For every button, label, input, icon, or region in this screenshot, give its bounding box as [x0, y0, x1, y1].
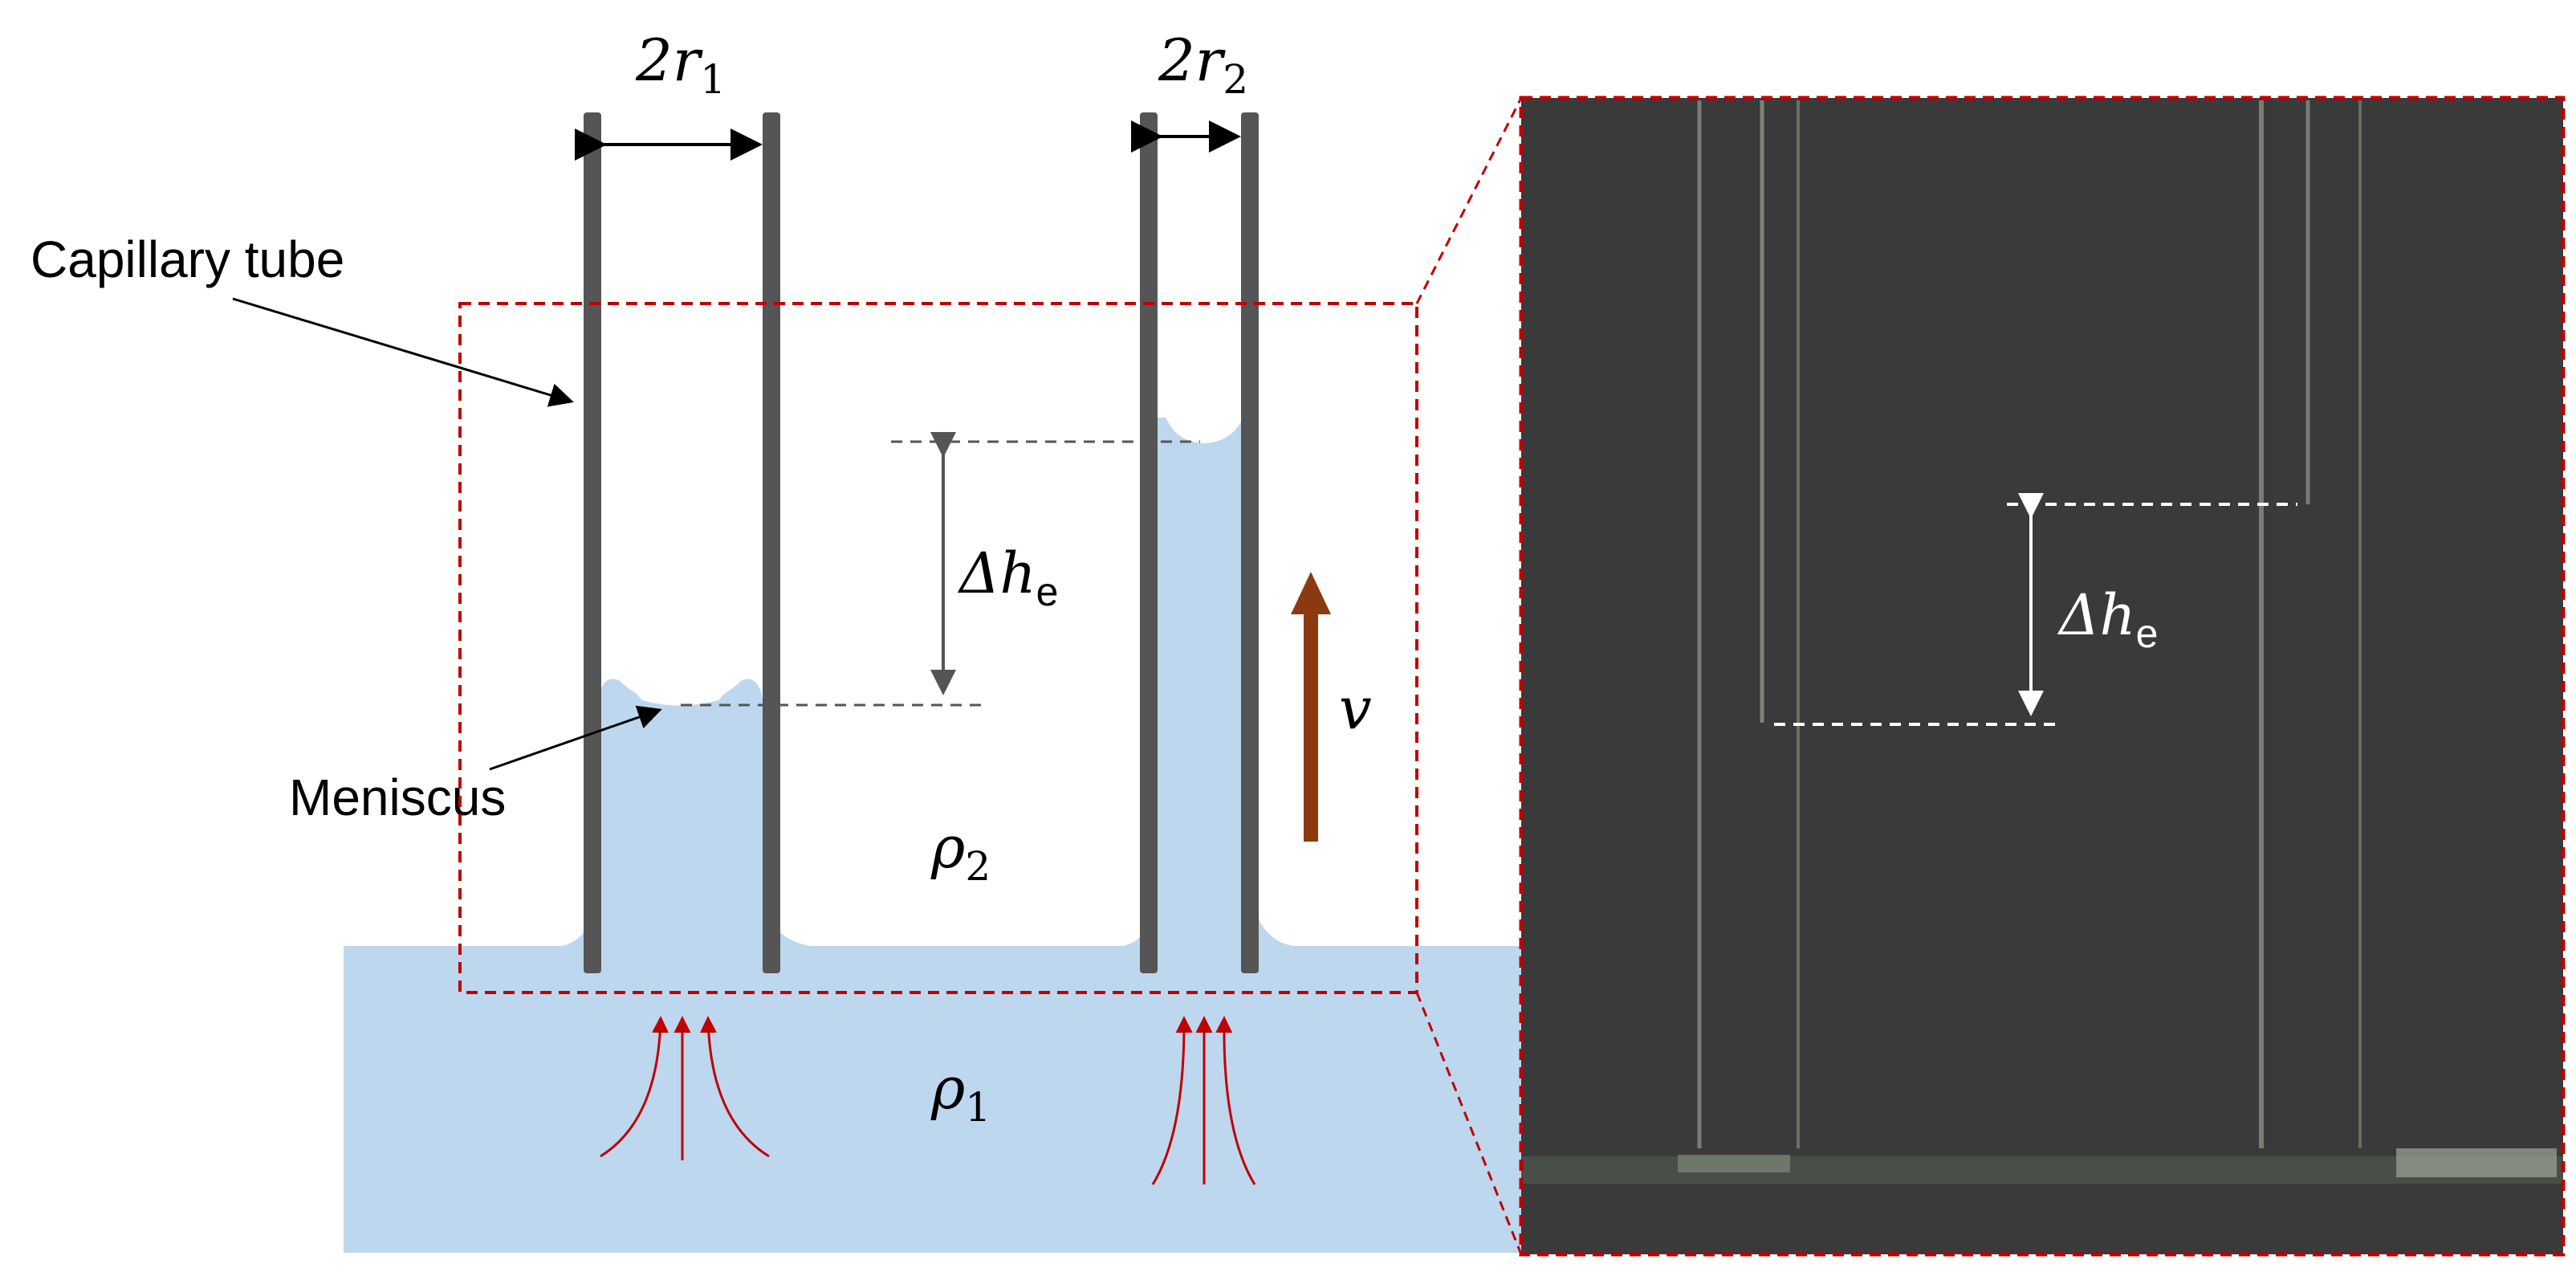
label-2r1: 2r1	[635, 26, 726, 103]
photo-frame	[1519, 96, 2566, 1257]
label-meniscus: Meniscus	[289, 768, 506, 826]
zoom-line-top	[1415, 97, 1523, 304]
right-meniscus-curve	[1162, 402, 1248, 443]
left-tube	[584, 112, 780, 973]
meniscus-pointer-arrow	[489, 705, 662, 771]
right-tube	[1140, 112, 1259, 973]
capillary-pointer-arrow	[232, 297, 574, 407]
label-rho1: ρ1	[930, 1054, 991, 1131]
inset-frame	[458, 302, 1418, 994]
label-velocity: v	[1339, 675, 1372, 742]
label-capillary-tube: Capillary tube	[31, 230, 344, 288]
velocity-arrowhead	[1291, 572, 1331, 614]
photo-panel	[1521, 98, 2563, 1254]
inflow-arrows-left	[600, 1016, 770, 1160]
label-delta-h: Δhe	[957, 540, 1058, 614]
left-meniscus-curve	[604, 642, 757, 703]
label-2r2: 2r2	[1158, 26, 1248, 103]
label-delta-h-photo: Δhe	[2057, 582, 2158, 656]
inflow-arrows-right	[1151, 1016, 1256, 1185]
label-rho2: ρ2	[930, 813, 991, 890]
liquid-bath	[344, 946, 1524, 1253]
